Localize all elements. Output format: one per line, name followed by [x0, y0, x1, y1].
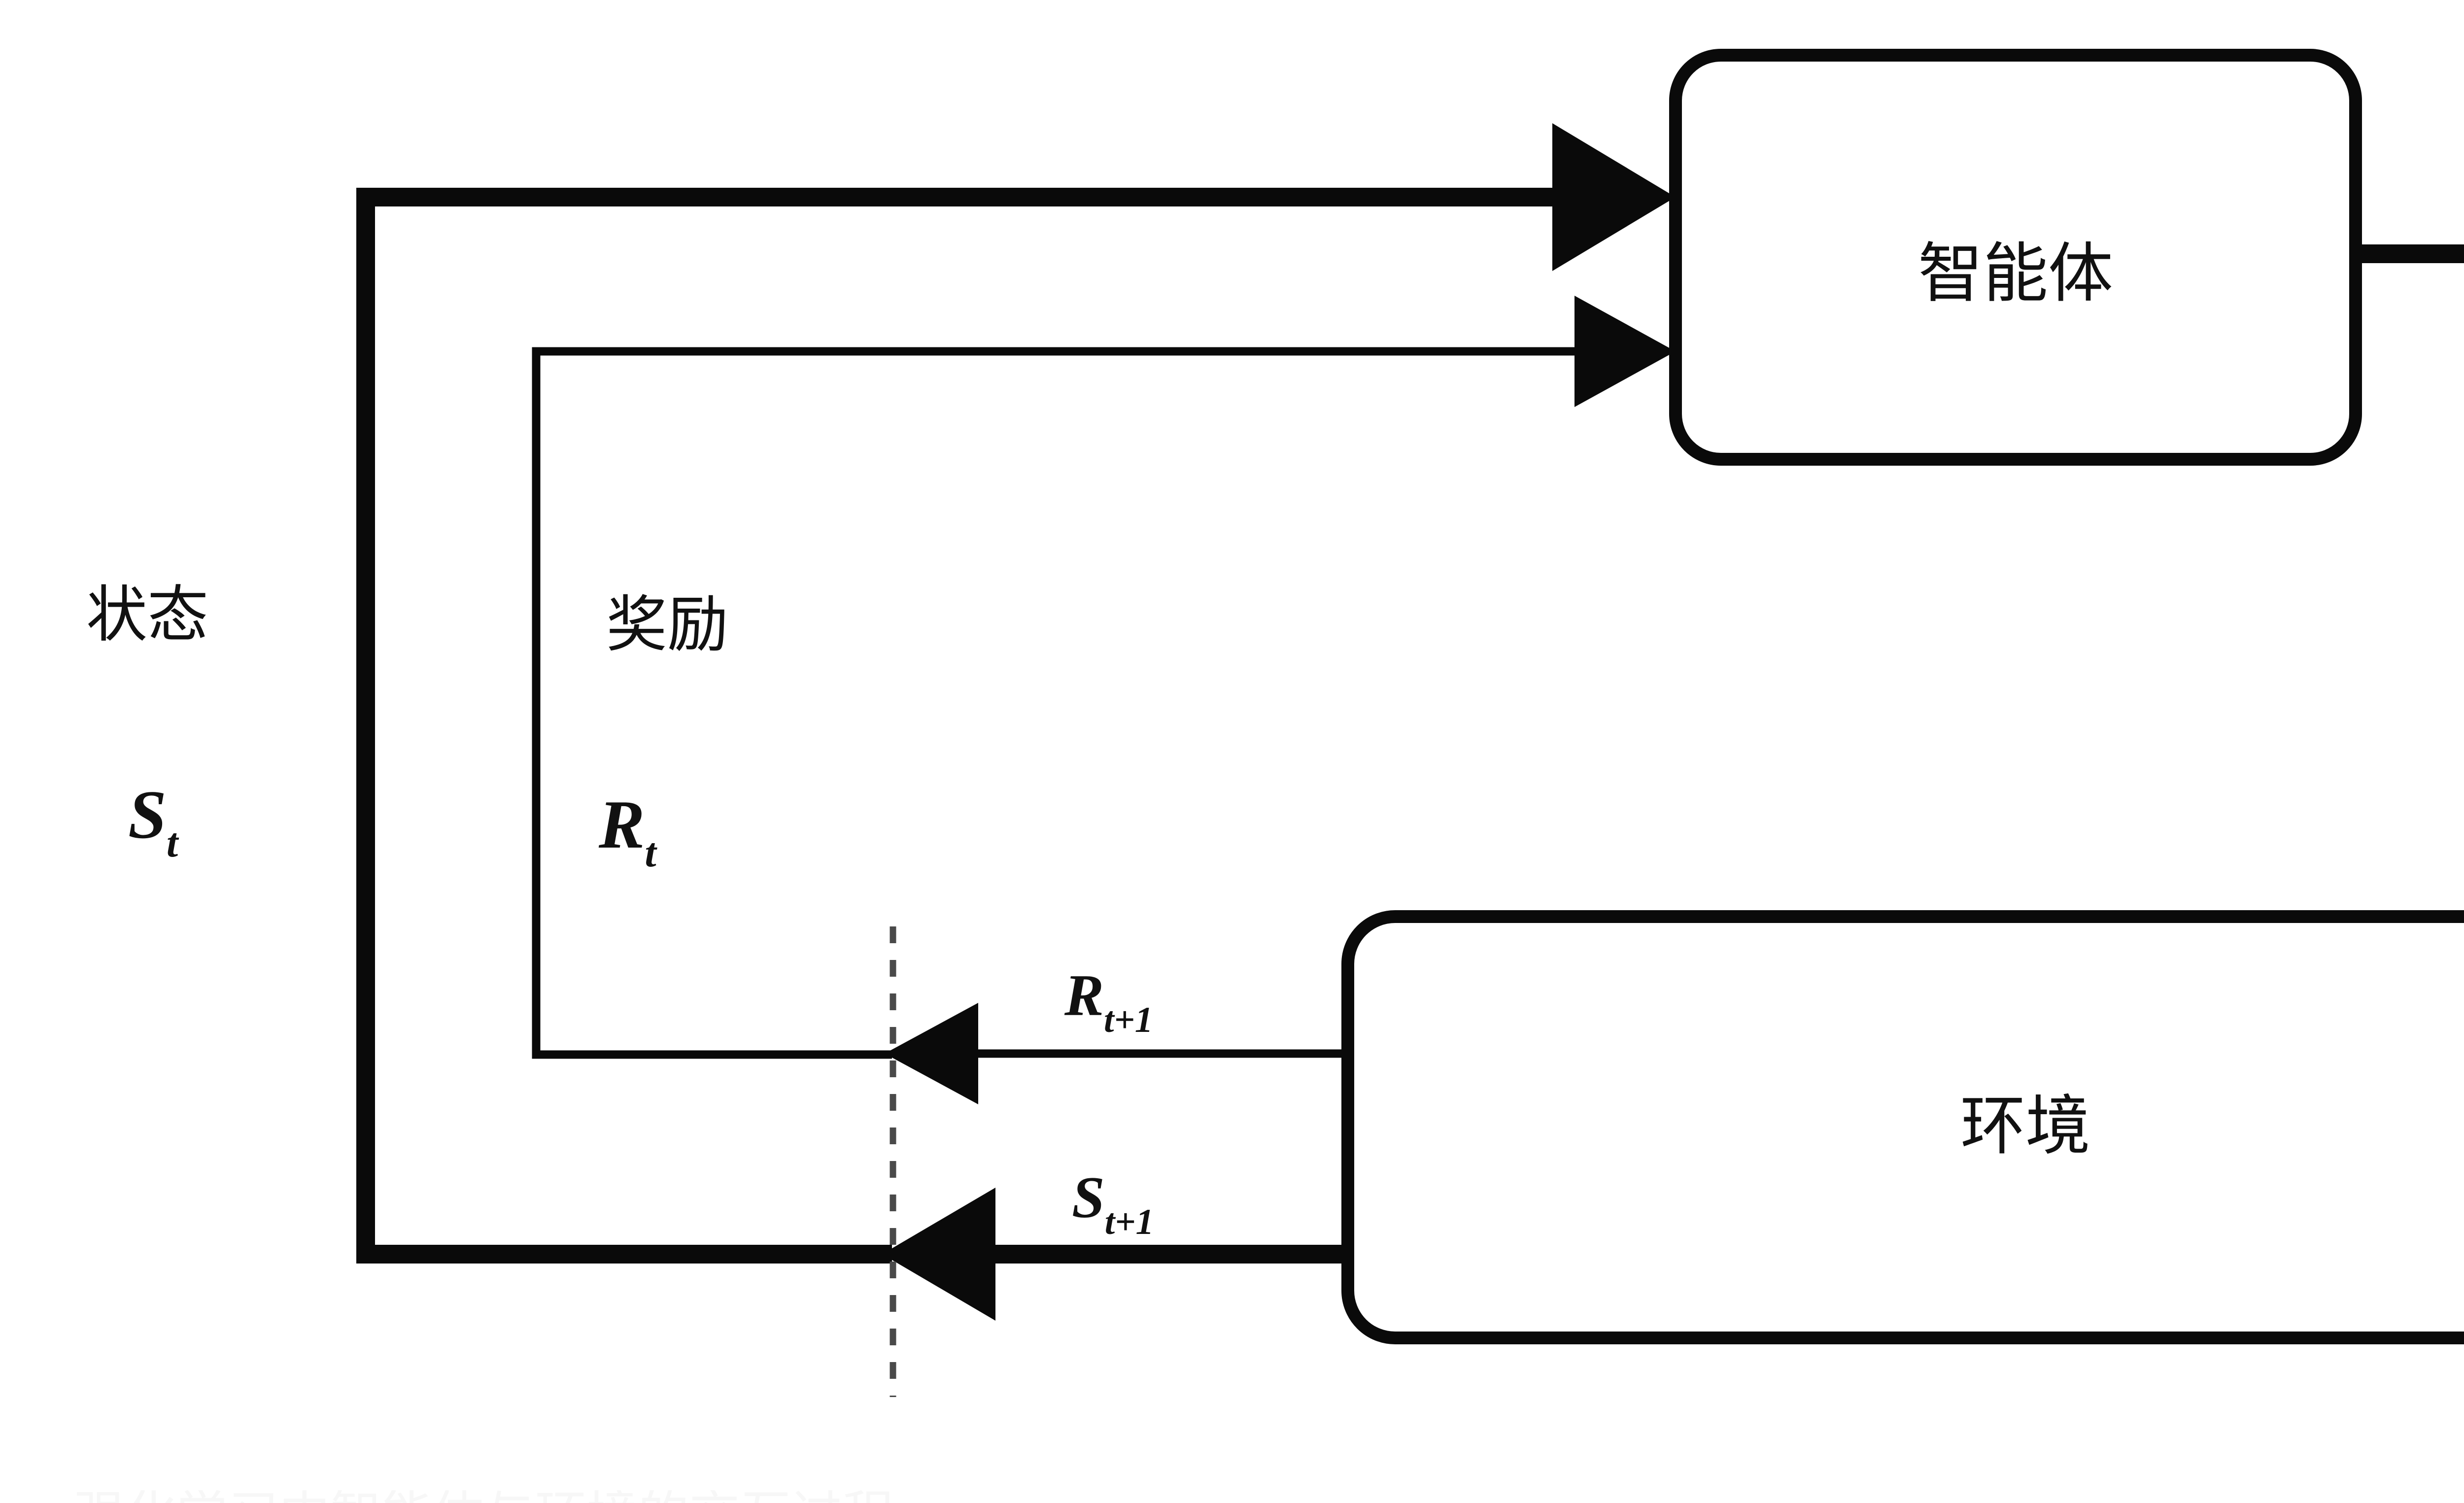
environment-node[interactable]: 环境	[1341, 910, 2464, 1344]
edge-state-feedback	[356, 123, 1676, 1264]
state-symbol-sub: t	[167, 820, 179, 866]
reward-symbol-base: R	[598, 786, 645, 863]
environment-label: 环境	[1960, 1090, 2090, 1162]
environment-box[interactable]	[1341, 910, 2464, 1344]
reward-next-symbol-base: R	[1064, 962, 1104, 1028]
state-symbol: St	[128, 777, 179, 866]
reward-feedback-line	[532, 347, 1626, 1059]
reward-label: 奖励	[606, 591, 728, 659]
reward-arrowhead-icon	[1574, 296, 1676, 407]
state-symbol-base: S	[128, 777, 167, 853]
reward-symbol: Rt	[598, 786, 657, 876]
state-label-group: 状态 St	[86, 581, 208, 866]
state-arrowhead-icon	[1552, 123, 1676, 271]
reward-next-symbol: Rt+1	[1064, 962, 1153, 1040]
state-next-symbol: St+1	[1072, 1164, 1154, 1242]
edge-state-next	[882, 1188, 1348, 1321]
reward-label-group: 奖励 Rt	[598, 591, 728, 876]
reward-next-symbol-sub: t+1	[1104, 1000, 1153, 1040]
edge-reward-next	[885, 1003, 1348, 1104]
state-next-symbol-sub: t+1	[1105, 1202, 1154, 1242]
state-feedback-line	[356, 188, 1616, 1264]
agent-box[interactable]	[1669, 49, 2362, 466]
reward-symbol-sub: t	[645, 830, 657, 876]
state-label: 状态	[86, 581, 208, 649]
state-next-arrowhead-icon	[882, 1188, 995, 1321]
edge-reward-feedback	[532, 296, 1676, 1059]
agent-label: 智能体	[1918, 238, 2113, 310]
state-next-symbol-base: S	[1072, 1164, 1105, 1230]
agent-node[interactable]: 智能体	[1669, 49, 2362, 466]
reward-next-arrowhead-icon	[885, 1003, 978, 1104]
